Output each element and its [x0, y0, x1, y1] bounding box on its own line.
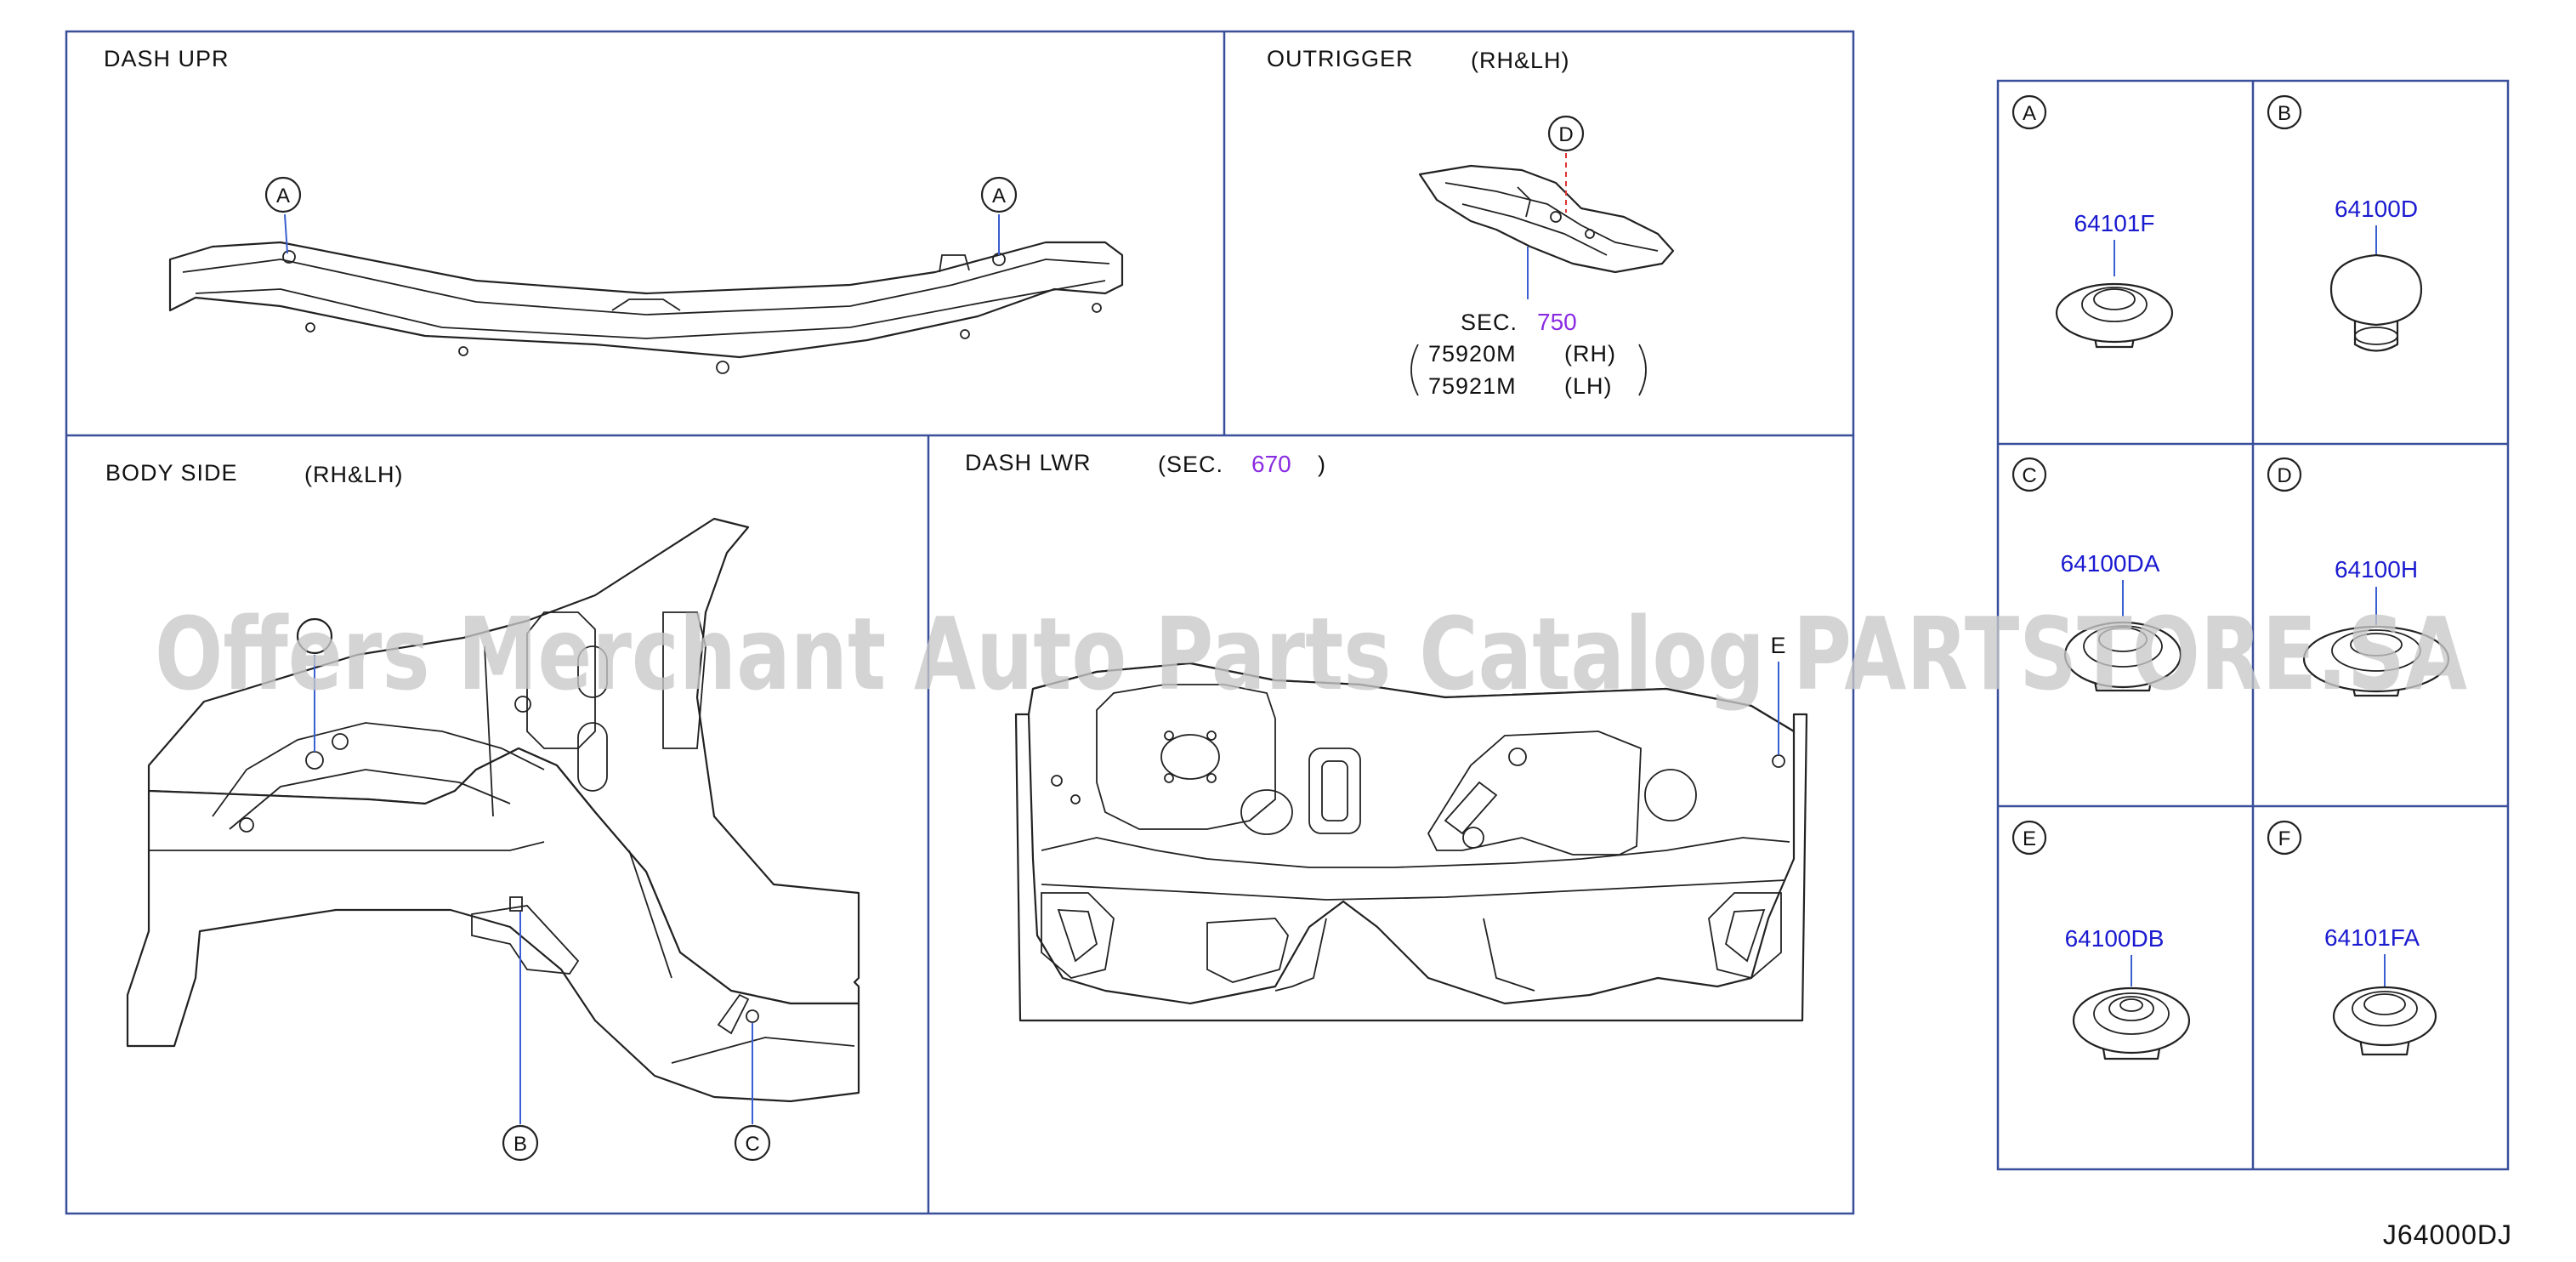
legend-grid: A 64101F B 64100D C 6	[1996, 79, 2510, 1171]
main-frame	[65, 30, 1855, 1215]
svg-text:E: E	[2023, 827, 2036, 850]
callout-b: B	[502, 912, 539, 1162]
legend-cell-b: B 64100D	[2267, 94, 2423, 352]
callout-a-left: A	[264, 176, 302, 254]
watermark: Offers Merchant Auto Parts Catalog PARTS…	[155, 595, 2467, 713]
svg-text:A: A	[276, 185, 290, 207]
dash-lwr-title: DASH LWR	[965, 450, 1092, 475]
outrigger-sec-prefix: SEC.	[1461, 310, 1518, 335]
callout-c: C	[734, 1023, 771, 1162]
plug-b-icon	[2329, 253, 2423, 352]
grommet-d-icon	[2302, 625, 2450, 697]
outrigger-part	[1418, 164, 1675, 274]
dash-lwr-sec-open: (SEC.	[1158, 452, 1223, 477]
svg-text:B: B	[513, 1133, 527, 1156]
diagram-id: J64000DJ	[2383, 1219, 2512, 1250]
legend-cell-f: F 64101FA	[2267, 820, 2437, 1056]
callout-a-right: A	[980, 176, 1018, 255]
svg-text:C: C	[745, 1133, 759, 1156]
callout-e-label: E	[1770, 633, 1786, 658]
dash-lwr-panel: DASH LWR (SEC. 670 )	[965, 450, 1808, 1022]
part-number-d: 64100H	[2335, 556, 2418, 583]
part-number-e: 64100DB	[2065, 925, 2165, 952]
outrigger-title: OUTRIGGER	[1267, 46, 1414, 71]
callout-e: E	[1770, 633, 1786, 755]
body-side-part	[126, 517, 860, 1103]
svg-text:D: D	[1558, 123, 1573, 146]
grommet-f-icon	[2332, 986, 2437, 1056]
dash-lwr-part	[1014, 662, 1808, 1022]
part-number-c: 64100DA	[2061, 550, 2160, 577]
grommet-e-icon	[2072, 986, 2191, 1060]
legend-cell-a: A 64101F	[2011, 94, 2174, 349]
callout-body-upper-marker	[296, 617, 333, 752]
outrigger-qualifier: (RH&LH)	[1471, 48, 1570, 73]
outrigger-part-rh-side: (RH)	[1564, 341, 1616, 367]
part-number-f: 64101FA	[2324, 924, 2420, 951]
outrigger-part-rh-number: 75920M	[1428, 341, 1517, 367]
dash-upr-panel: DASH UPR A A	[104, 46, 1124, 374]
svg-text:A: A	[992, 185, 1006, 207]
dash-upr-part	[168, 241, 1124, 374]
legend-cell-e: E 64100DB	[2011, 820, 2191, 1060]
legend-cell-c: C 64100DA	[2011, 457, 2182, 692]
grommet-a-icon	[2055, 282, 2174, 349]
dash-lwr-sec-number: 670	[1251, 451, 1291, 477]
body-side-panel: BODY SIDE (RH&LH)	[105, 460, 860, 1162]
outrigger-part-lh-side: (LH)	[1564, 373, 1613, 399]
svg-text:B: B	[2278, 102, 2291, 125]
svg-text:F: F	[2278, 827, 2291, 850]
dash-upr-title: DASH UPR	[104, 46, 230, 71]
callout-d: D	[1547, 115, 1585, 213]
part-number-a: 64101F	[2074, 210, 2155, 236]
body-side-title: BODY SIDE	[105, 460, 238, 486]
svg-text:A: A	[2023, 102, 2036, 125]
outrigger-sec-number: 750	[1537, 309, 1577, 335]
grommet-c-icon	[2063, 621, 2182, 692]
outrigger-panel: OUTRIGGER (RH&LH) D SEC. 750 75920M (RH)…	[1267, 46, 1675, 399]
svg-text:C: C	[2022, 464, 2036, 487]
legend-cell-d: D 64100H	[2267, 457, 2450, 697]
outrigger-part-lh-number: 75921M	[1428, 373, 1517, 399]
dash-lwr-sec-close: )	[1318, 452, 1326, 477]
part-number-b: 64100D	[2335, 196, 2418, 222]
body-side-qualifier: (RH&LH)	[304, 462, 404, 487]
svg-text:D: D	[2277, 464, 2291, 487]
